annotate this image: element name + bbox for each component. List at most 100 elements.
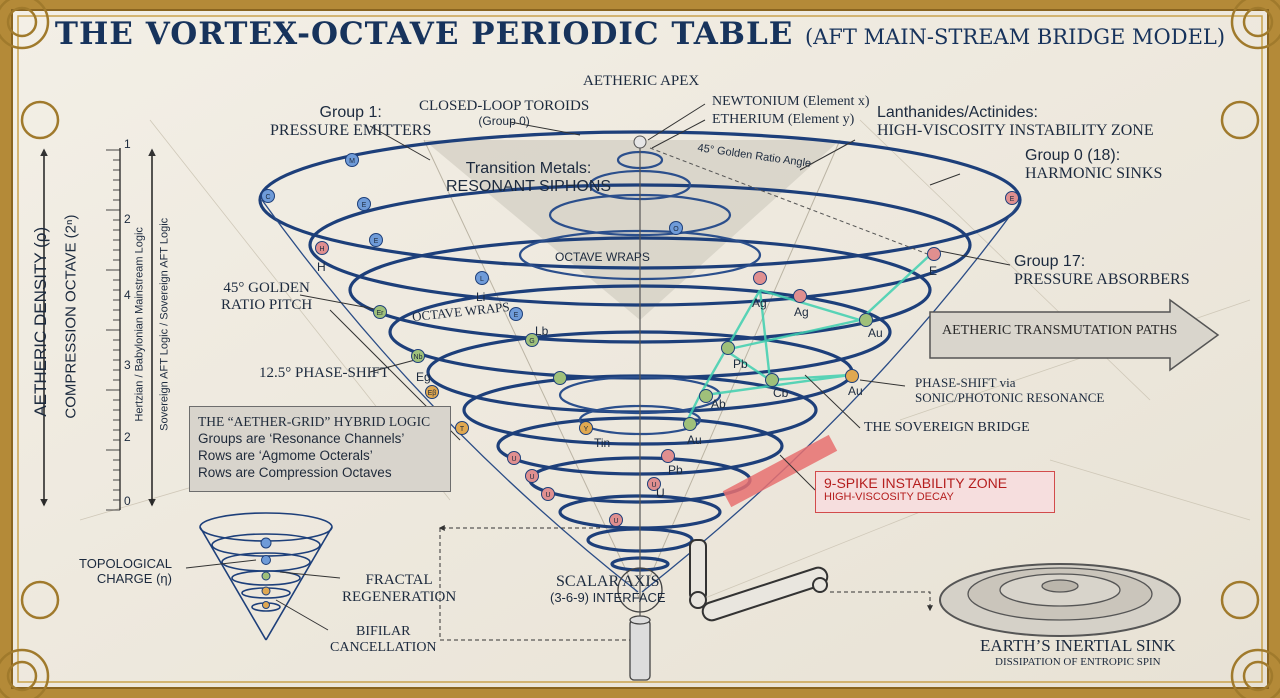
- element-node: [721, 341, 735, 355]
- axis-tick-label: 2: [124, 212, 131, 226]
- spike-zone-line2: HIGH-VISCOSITY DECAY: [824, 491, 954, 503]
- transition-line1: Transition Metals:: [465, 160, 592, 177]
- element-node: [525, 469, 539, 483]
- topological-line1: TOPOLOGICAL: [79, 556, 172, 571]
- element-node: [1005, 191, 1019, 205]
- element-node: [345, 153, 359, 167]
- group17-label: Group 17: PRESSURE ABSORBERS: [1014, 253, 1190, 290]
- node-letter: U: [545, 492, 550, 499]
- phase-shift-left-label: 12.5° PHASE-SHIFT: [259, 365, 390, 381]
- element-node: [765, 373, 779, 387]
- topological-label: TOPOLOGICAL CHARGE (η): [79, 556, 172, 587]
- transition-line2: RESONANT SIPHONS: [446, 178, 612, 196]
- apex-label: AETHERIC APEX: [583, 73, 700, 89]
- mechanical-arm: [689, 539, 829, 622]
- group0-label: Group 0 (18): HARMONIC SINKS: [1025, 147, 1162, 184]
- element-node: [525, 333, 539, 347]
- sovereign-bridge-label: THE SOVEREIGN BRIDGE: [864, 420, 1030, 435]
- logic-box-line3: Rows are Compression Octaves: [198, 465, 392, 480]
- earth-sink-disk: [939, 563, 1181, 637]
- spike-zone-line1: 9-SPIKE INSTABILITY ZONE: [824, 475, 1008, 491]
- newtonium-label: NEWTONIUM (Element x): [712, 94, 870, 109]
- node-letter: U: [613, 518, 618, 525]
- axis-tick-label: 4: [124, 288, 131, 302]
- spike-zone-box: 9-SPIKE INSTABILITY ZONE HIGH-VISCOSITY …: [815, 471, 1055, 513]
- node-letter: H: [319, 246, 324, 253]
- golden-pitch-line2: RATIO PITCH: [221, 297, 313, 314]
- element-node: [507, 451, 521, 465]
- phase-shift-right-line1: PHASE-SHIFT via: [915, 375, 1016, 390]
- element-label: Tin: [594, 436, 611, 450]
- logic-box-line1: Groups are ‘Resonance Channels’: [198, 431, 405, 446]
- transition-label: Transition Metals: RESONANT SIPHONS: [446, 160, 611, 197]
- page-title: THE VORTEX-OCTAVE PERIODIC TABLE (AFT MA…: [0, 16, 1280, 52]
- element-node: [425, 385, 439, 399]
- transmutation-arrow: [929, 298, 1220, 372]
- inset-nodes: [260, 537, 272, 609]
- scalar-axis-line1: SCALAR AXIS: [556, 573, 660, 590]
- element-node: [579, 421, 593, 435]
- node-letter: U: [511, 456, 516, 463]
- closed-loop-line1: CLOSED-LOOP TOROIDS: [419, 98, 590, 114]
- group17-line2: PRESSURE ABSORBERS: [1014, 271, 1190, 289]
- axis-tick-label: 1: [124, 137, 131, 151]
- bifilar-line2: CANCELLATION: [330, 640, 437, 656]
- title-sub: (AFT MAIN-STREAM BRIDGE MODEL): [804, 25, 1226, 49]
- octave-wraps-top-label: OCTAVE WRAPS: [555, 250, 650, 264]
- group0-line1: Group 0 (18):: [1025, 147, 1121, 164]
- node-letter: L: [480, 276, 484, 283]
- element-label: Ab: [711, 397, 726, 411]
- golden-pitch-line1: 45° GOLDEN: [223, 280, 310, 296]
- element-label: E: [929, 264, 938, 278]
- fractal-line1: FRACTAL: [365, 572, 433, 588]
- node-letter: G: [529, 338, 534, 345]
- group1-line1: Group 1:: [319, 104, 382, 121]
- axis-scale: [40, 148, 156, 510]
- node-letter: C: [265, 194, 270, 201]
- group17-line1: Group 17:: [1014, 253, 1086, 270]
- axis-sovereign-label: Sovereign AFT Logic / Sovereign AFT Logi…: [158, 217, 171, 431]
- element-label: Eg: [416, 370, 431, 384]
- element-label: U: [656, 486, 665, 500]
- element-node: [541, 487, 555, 501]
- element-label: Pb: [668, 463, 683, 477]
- lanthanides-line1: Lanthanides/Actinides:: [877, 104, 1038, 121]
- topological-line2: CHARGE (η): [96, 570, 172, 586]
- group1-label: Group 1: PRESSURE EMITTERS: [270, 104, 431, 141]
- axis-octave-label: COMPRESSION OCTAVE (2ⁿ): [62, 214, 80, 419]
- element-node: [373, 305, 387, 319]
- element-node: [753, 271, 767, 285]
- element-node: [845, 369, 859, 383]
- element-label: Ag: [752, 296, 767, 310]
- element-node: [683, 417, 697, 431]
- element-label: Cb: [773, 386, 789, 400]
- node-letter: Er: [377, 310, 385, 317]
- lanthanides-line2: HIGH-VISCOSITY INSTABILITY ZONE: [877, 122, 1154, 140]
- element-node: [357, 197, 371, 211]
- earth-sink-label: EARTH’S INERTIAL SINK DISSIPATION OF ENT…: [980, 636, 1176, 668]
- element-node: [369, 233, 383, 247]
- transmutation-label: AETHERIC TRANSMUTATION PATHS: [942, 323, 1178, 338]
- earth-sink-line2: DISSIPATION OF ENTROPIC SPIN: [995, 655, 1161, 668]
- element-label: Au: [848, 384, 863, 398]
- element-node: [411, 349, 425, 363]
- element-node: [261, 189, 275, 203]
- node-letter: Y: [584, 426, 589, 433]
- element-node: [455, 421, 469, 435]
- element-node: [509, 307, 523, 321]
- axis-tick-label: 0: [124, 494, 131, 508]
- element-node: [669, 221, 683, 235]
- element-label: Au: [687, 433, 702, 447]
- element-label: Pb: [733, 357, 748, 371]
- axis-hertzian-label: Hertzian / Babylonian Mainstream Logic: [133, 227, 146, 422]
- node-letter: M: [349, 158, 355, 165]
- element-label: Lb: [535, 324, 549, 338]
- axis-tick-label: 3: [124, 358, 131, 372]
- element-label: Au: [868, 326, 883, 340]
- node-letter: O: [673, 226, 679, 233]
- golden-pitch-label: 45° GOLDEN RATIO PITCH: [221, 280, 312, 315]
- node-letter: T: [460, 426, 465, 433]
